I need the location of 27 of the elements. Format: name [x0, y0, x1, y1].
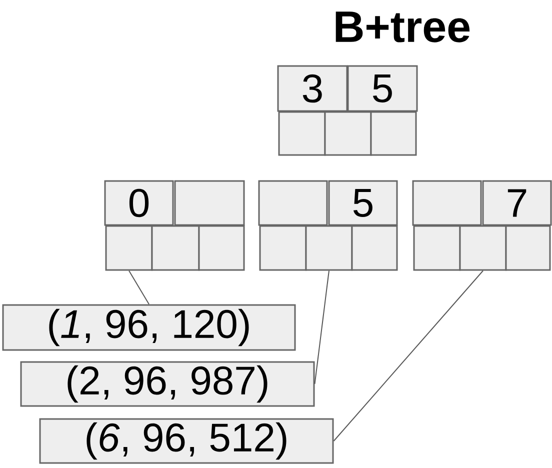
title: B+tree [336, 12, 470, 42]
pointer-cell [413, 225, 461, 271]
key-cell [258, 180, 328, 226]
pointer-cell [351, 225, 398, 271]
pointer-cell [278, 111, 326, 156]
record-box: (1, 96, 120) [2, 304, 296, 351]
key-cell [412, 180, 482, 226]
record-box: (6, 96, 512) [39, 418, 334, 464]
key-cell: 5 [347, 65, 418, 112]
pointer-cell [505, 225, 551, 271]
key-cell: 0 [104, 180, 174, 226]
connector-line [333, 270, 484, 442]
key-cell: 3 [277, 65, 348, 112]
pointer-cell [370, 111, 417, 156]
pointer-cell [305, 225, 353, 271]
record-box: (2, 96, 987) [20, 361, 315, 407]
pointer-cell [259, 225, 307, 271]
connector-line [314, 270, 330, 384]
pointer-cell [105, 225, 153, 271]
pointer-cell [198, 225, 245, 271]
connector-line [128, 270, 150, 305]
key-cell: 5 [328, 180, 398, 226]
pointer-cell [459, 225, 507, 271]
key-cell [174, 180, 245, 226]
pointer-cell [151, 225, 200, 271]
key-cell: 7 [482, 180, 552, 226]
pointer-cell [324, 111, 372, 156]
